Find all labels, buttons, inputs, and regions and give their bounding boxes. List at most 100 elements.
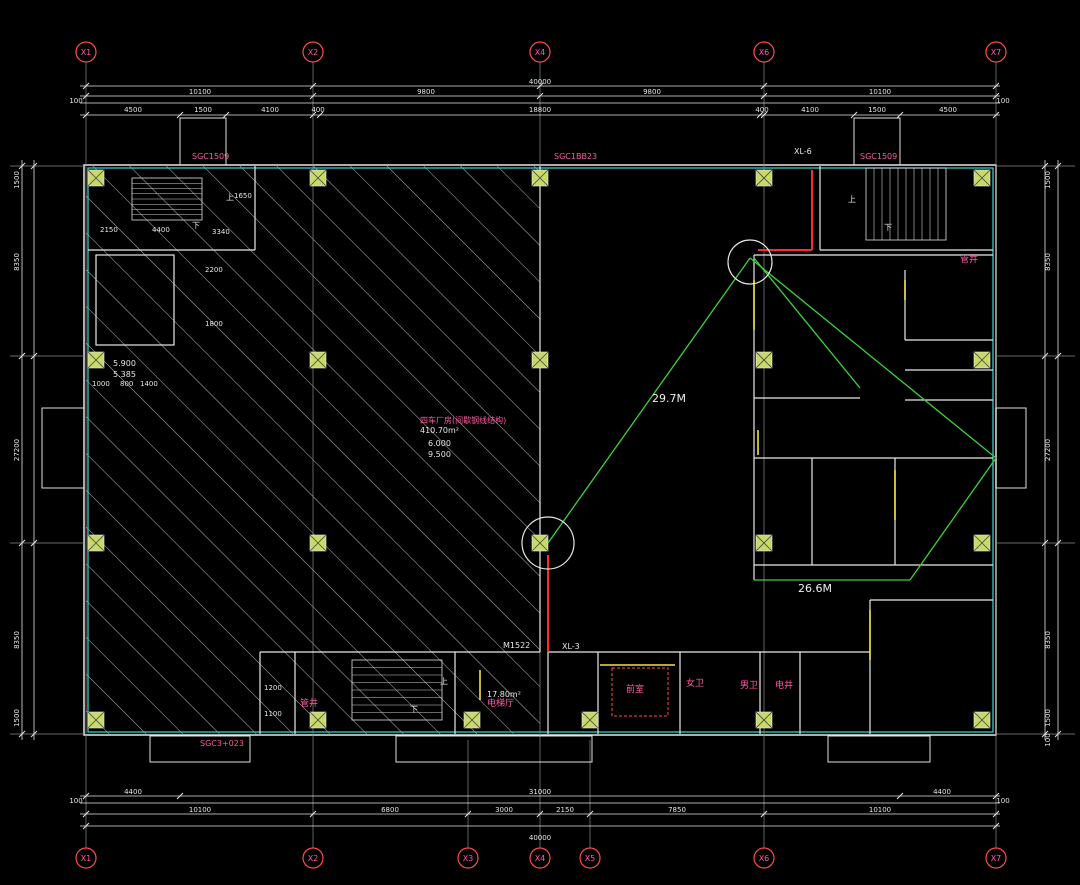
small-dim-text: 2150 (100, 226, 118, 234)
stair-up-label: 上 (226, 193, 234, 202)
column (755, 534, 773, 552)
hall-elev2-label: 9.500 (428, 450, 451, 459)
dim-tick (309, 92, 317, 100)
dim-text: 40000 (529, 78, 551, 86)
column (755, 351, 773, 369)
dim-tick (1054, 352, 1062, 360)
dim-tick (309, 82, 317, 90)
win-label-top-right: SGC1509 (860, 152, 897, 161)
win-label-top-left: SGC1509 (192, 152, 229, 161)
dim-text: 10100 (869, 88, 891, 96)
column (87, 351, 105, 369)
dim-tick (82, 92, 90, 100)
column (973, 534, 991, 552)
dim-tick (536, 810, 544, 818)
dim-tick (82, 111, 90, 119)
axis-bubble-label: X4 (535, 48, 546, 57)
hall-area-label: 410.70m² (420, 426, 459, 435)
elec-well-label: 电井 (775, 679, 793, 691)
dim-text: 1500 (194, 106, 212, 114)
dim-tick (82, 792, 90, 800)
dim-tick (992, 810, 1000, 818)
dim-tick (1041, 352, 1049, 360)
dim-tick (536, 82, 544, 90)
dim-tick (82, 810, 90, 818)
small-dim-text: 2200 (205, 266, 223, 274)
dim-tick (1041, 539, 1049, 547)
dim-text: 1500 (1044, 709, 1052, 727)
measurement-lines (547, 257, 997, 581)
window-bays (41, 117, 1027, 763)
dim-tick (992, 82, 1000, 90)
shaft-label: 前室 (626, 683, 644, 695)
column (309, 169, 327, 187)
xl6-label: XL-6 (794, 147, 812, 156)
axis-bubble: X5 (579, 847, 601, 869)
column (309, 711, 327, 729)
dim-tick (30, 730, 38, 738)
xl3-label: XL-3 (562, 642, 580, 651)
dim-text: 1500 (13, 171, 21, 189)
red-walls (547, 170, 813, 652)
axis-bubble-label: X1 (81, 48, 92, 57)
dim-tick (586, 810, 594, 818)
column (87, 534, 105, 552)
column (87, 711, 105, 729)
axis-bubble: X7 (985, 41, 1007, 63)
structural-columns (87, 169, 991, 729)
dim-tick (850, 111, 858, 119)
small-dim-text: 3340 (212, 228, 230, 236)
dim-text: 4400 (933, 788, 951, 796)
stair-steps (132, 168, 939, 713)
dim-tick (18, 162, 26, 170)
dim-text: 9800 (643, 88, 661, 96)
female-wc-label: 女卫 (686, 677, 704, 689)
axis-bubble: X1 (75, 847, 97, 869)
column (531, 534, 549, 552)
column (755, 169, 773, 187)
dim-tick (30, 162, 38, 170)
stair-down-label-bottom: 下 (410, 705, 418, 714)
dim-tick (176, 792, 184, 800)
dim-tick (1054, 162, 1062, 170)
dim-tick (760, 82, 768, 90)
dim-text: 18800 (529, 106, 551, 114)
dim-text: 100 (996, 97, 1009, 105)
dim-text: 4500 (939, 106, 957, 114)
axis-bubble-label: X3 (463, 854, 474, 863)
male-wc-label: 男卫 (740, 680, 758, 691)
dim-text: 8350 (13, 631, 21, 649)
column (973, 711, 991, 729)
measure-long: 29.7M (652, 392, 686, 405)
column (531, 169, 549, 187)
dim-tick (309, 111, 317, 119)
dim-tick (760, 111, 768, 119)
win-label-bottom: SGC3+023 (200, 739, 244, 748)
dim-tick (316, 111, 324, 119)
axis-bubble-label: X6 (759, 854, 770, 863)
small-dim-text: 1200 (264, 684, 282, 692)
axis-bubble: X2 (302, 41, 324, 63)
lift-area-label: 17.80m² (487, 690, 521, 699)
elev-left2-label: 5.385 (113, 370, 136, 379)
dim-text: 9800 (417, 88, 435, 96)
dim-tick (1054, 539, 1062, 547)
hall-elev1-label: 6.000 (428, 439, 451, 448)
axis-bubble-label: X5 (585, 854, 596, 863)
dim-tick (756, 111, 764, 119)
dim-text: 3000 (495, 806, 513, 814)
dim-tick (760, 92, 768, 100)
well-label-right: 管井 (960, 253, 978, 265)
dim-text: 27200 (13, 439, 21, 461)
elevator-shaft (611, 667, 669, 717)
small-dim-text: 1400 (140, 380, 158, 388)
dim-text: 7850 (668, 806, 686, 814)
axis-bubble-label: X7 (991, 854, 1002, 863)
axis-bubble-label: X1 (81, 854, 92, 863)
axis-bubble-label: X7 (991, 48, 1002, 57)
dim-tick (1041, 162, 1049, 170)
dim-tick (82, 82, 90, 90)
axis-bubble: X4 (529, 41, 551, 63)
